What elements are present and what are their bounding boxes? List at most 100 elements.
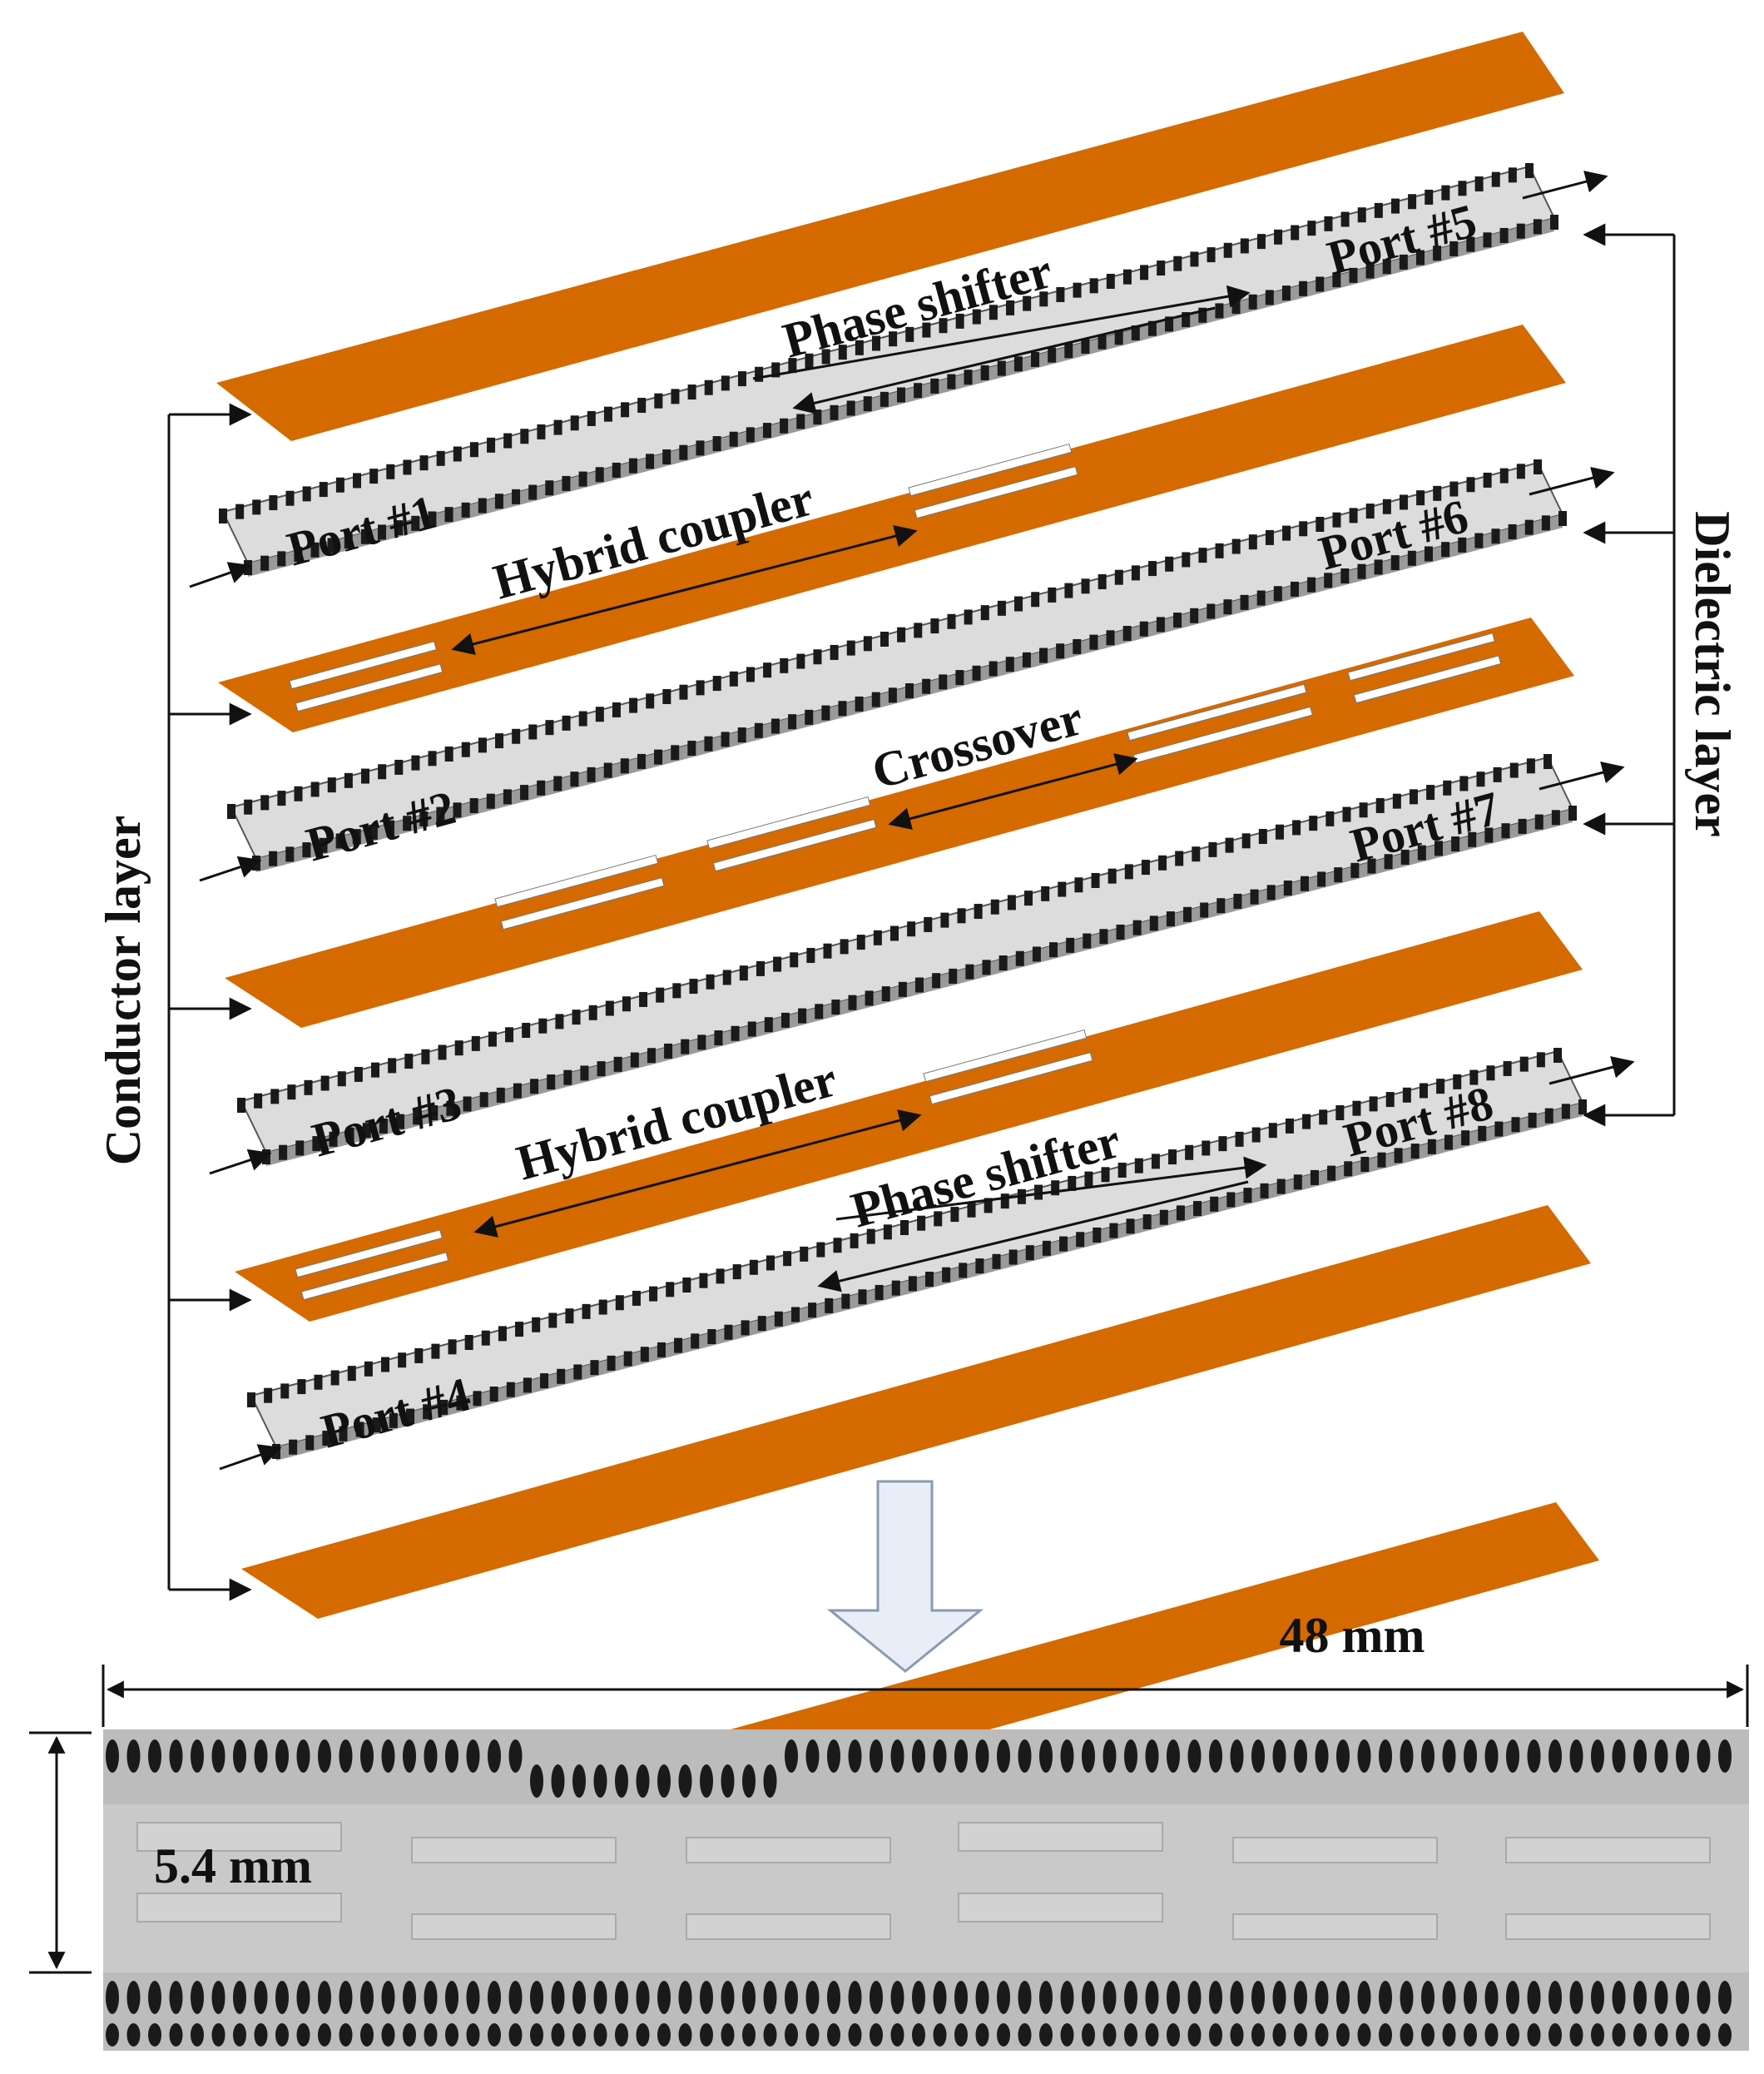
via — [706, 974, 715, 990]
via — [1198, 307, 1207, 323]
via — [319, 482, 328, 498]
via — [682, 1278, 691, 1293]
via — [445, 1981, 458, 2014]
via — [678, 2023, 692, 2047]
via — [456, 1395, 465, 1411]
via — [1073, 282, 1082, 298]
via — [347, 1366, 356, 1382]
via — [1182, 552, 1191, 568]
via — [954, 1739, 968, 1773]
via — [486, 793, 495, 809]
via — [318, 1981, 331, 2014]
via — [1190, 608, 1199, 623]
via — [381, 1357, 390, 1372]
via — [532, 1317, 541, 1332]
via — [570, 415, 579, 431]
via — [335, 833, 344, 849]
via — [805, 353, 814, 369]
conductor-bracket — [167, 403, 252, 1601]
via — [780, 1012, 790, 1028]
via — [508, 1739, 523, 1773]
via — [1285, 1118, 1294, 1134]
via — [478, 737, 487, 753]
arrow-backward — [792, 306, 1216, 414]
via — [1415, 250, 1425, 265]
via — [924, 916, 933, 932]
via — [1231, 538, 1241, 554]
via — [1509, 762, 1519, 778]
via — [657, 1981, 671, 2014]
via — [294, 786, 303, 801]
via — [1223, 599, 1232, 615]
via — [1676, 2023, 1689, 2047]
via — [700, 1981, 713, 2014]
via — [1548, 2023, 1562, 2047]
via — [1023, 295, 1032, 311]
via — [1458, 537, 1467, 553]
via — [889, 331, 898, 347]
via — [1082, 1739, 1095, 1773]
via — [1442, 2023, 1456, 2047]
via — [563, 1069, 572, 1085]
via — [871, 692, 880, 707]
via — [630, 1052, 639, 1068]
via — [1315, 1739, 1329, 1773]
via — [1083, 933, 1092, 949]
via — [327, 777, 336, 793]
via — [1421, 1739, 1434, 1773]
via — [369, 824, 378, 840]
via — [890, 1981, 904, 2014]
via — [657, 1342, 666, 1357]
via — [1059, 1236, 1068, 1252]
dielectric-strip-4 — [247, 1048, 1587, 1461]
via — [1251, 2023, 1265, 2047]
via — [975, 2023, 989, 2047]
via — [498, 1326, 507, 1342]
via — [707, 1329, 716, 1344]
via — [285, 490, 295, 506]
slot-pair — [494, 854, 665, 930]
slot-pair — [289, 641, 443, 712]
via — [294, 547, 303, 563]
via — [1697, 1739, 1711, 1773]
via — [1434, 841, 1443, 856]
via — [1099, 929, 1108, 945]
via — [1251, 1739, 1265, 1773]
via — [471, 1035, 480, 1051]
via — [1499, 227, 1509, 243]
via — [344, 772, 353, 788]
via — [1082, 2023, 1095, 2047]
via — [582, 1303, 591, 1319]
via — [1408, 194, 1417, 210]
via — [831, 999, 840, 1015]
via — [578, 471, 587, 487]
via — [1165, 556, 1174, 572]
via — [126, 2023, 141, 2047]
via — [548, 1312, 557, 1328]
via — [424, 2023, 438, 2047]
via — [360, 2023, 374, 2047]
via — [379, 1118, 388, 1134]
via — [1506, 1739, 1519, 1773]
via — [360, 1981, 374, 2014]
via — [603, 406, 612, 422]
via — [1453, 1074, 1462, 1089]
via — [1385, 1092, 1395, 1108]
via — [1209, 1981, 1222, 2014]
via — [1419, 1083, 1428, 1099]
via — [1218, 1136, 1227, 1152]
via — [1527, 1739, 1541, 1773]
via — [848, 2023, 862, 2047]
via — [1526, 758, 1535, 774]
via — [1000, 1193, 1009, 1209]
arrow-hybrid-top — [451, 524, 918, 656]
via — [687, 741, 696, 756]
via — [386, 464, 395, 479]
via — [1421, 1981, 1434, 2014]
via — [749, 1259, 758, 1275]
via — [805, 709, 814, 725]
dielectric-strip-2 — [227, 459, 1567, 872]
via — [344, 533, 353, 549]
via — [1265, 529, 1274, 545]
via — [838, 345, 847, 360]
